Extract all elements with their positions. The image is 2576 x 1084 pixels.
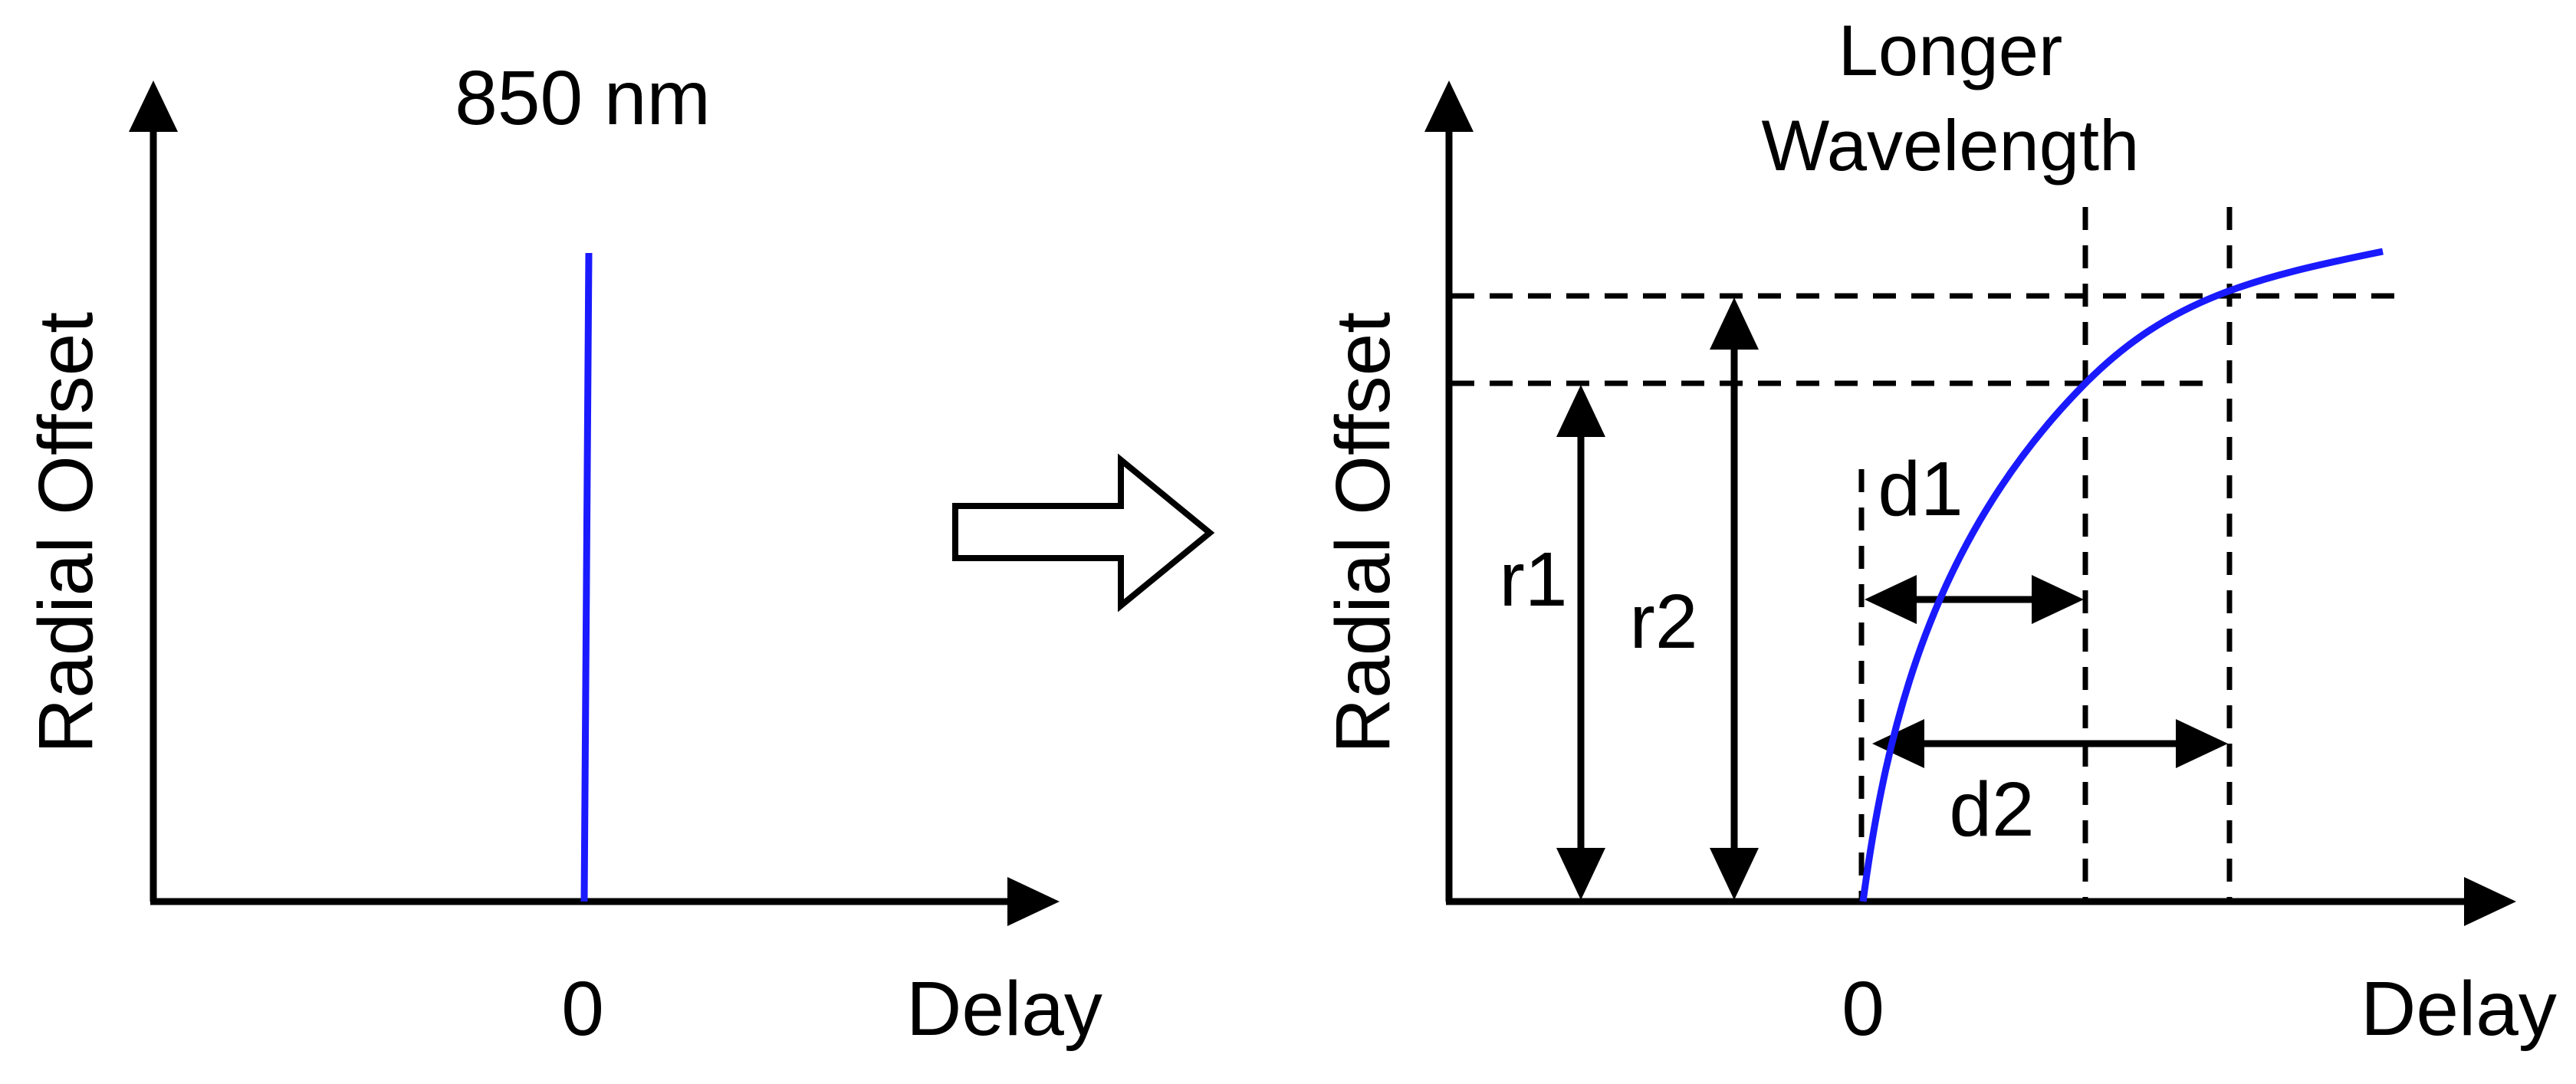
right-delay-curve [1859,248,2384,902]
left-title: 850 nm [455,55,711,141]
d1-dimension-arrow [1865,575,2084,624]
right-x-axis-arrowhead [2464,877,2516,926]
right-y-axis-arrowhead [1424,80,1474,132]
left-panel: 850 nm Radial Offset 0 Delay [23,55,1102,1052]
left-x-zero-label: 0 [561,966,604,1052]
transition-arrow [952,453,1215,613]
left-delay-line [580,252,593,902]
left-x-axis-arrowhead [1007,877,1060,926]
d1-label: d1 [1878,446,1963,532]
d2-dimension-arrow [1872,719,2228,768]
r1-dimension-arrow [1556,385,1605,900]
d2-label: d2 [1949,767,2034,852]
left-y-axis-arrowhead [129,80,178,132]
right-panel: Longer Wavelength Radial Offset r1 r2 d1… [1320,10,2557,1052]
left-y-axis-label: Radial Offset [23,312,109,754]
r2-label: r2 [1630,579,1698,665]
right-title-line2: Wavelength [1762,105,2140,186]
right-x-zero-label: 0 [1842,966,1884,1052]
left-x-axis-label: Delay [906,966,1102,1052]
r1-label: r1 [1500,537,1568,622]
right-y-axis-label: Radial Offset [1320,312,1406,754]
r2-dimension-arrow [1710,297,1759,900]
right-title-line1: Longer [1838,10,2063,90]
right-x-axis-label: Delay [2361,966,2557,1052]
